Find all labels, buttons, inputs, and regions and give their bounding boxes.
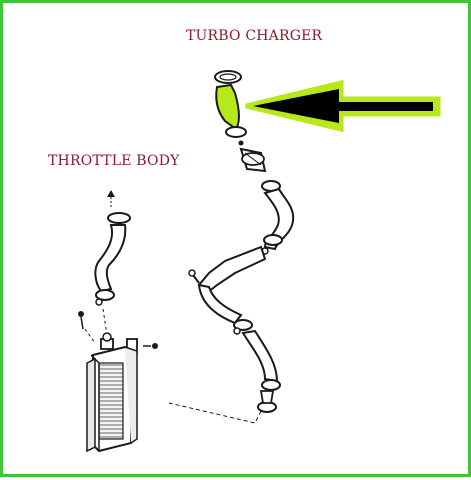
throttle-body-hose: [94, 224, 127, 293]
turbo-hose-clamp: [214, 70, 242, 84]
hose-clamp: [225, 126, 247, 138]
parts-diagram: [78, 70, 441, 453]
turbo-charger-label: TURBO CHARGER: [186, 28, 323, 44]
mounting-bolt: [143, 343, 158, 349]
turbo-inlet-hose: [215, 83, 240, 131]
intercooler-inlet-hose: [241, 329, 279, 383]
throttle-body-label: THROTTLE BODY: [48, 153, 180, 169]
connection-guide-line: [168, 402, 262, 424]
intercooler-outlet-hose: [263, 187, 295, 251]
intercooler: [86, 345, 138, 453]
arrow-left-icon: [245, 79, 441, 133]
mounting-bolt: [78, 311, 84, 330]
pipe-coupler: [239, 147, 267, 173]
